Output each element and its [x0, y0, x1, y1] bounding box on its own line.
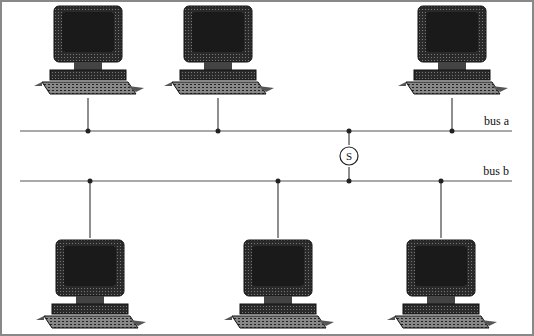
computer-icons	[34, 6, 508, 328]
bus-line	[20, 130, 512, 131]
switch-label: S	[346, 151, 352, 162]
bus-label: bus b	[482, 165, 510, 178]
drop-lines	[88, 98, 452, 238]
junction-dots	[86, 129, 455, 184]
switch-circle: S	[339, 146, 359, 166]
bus-label: bus a	[483, 115, 510, 128]
bus-line	[20, 180, 512, 181]
